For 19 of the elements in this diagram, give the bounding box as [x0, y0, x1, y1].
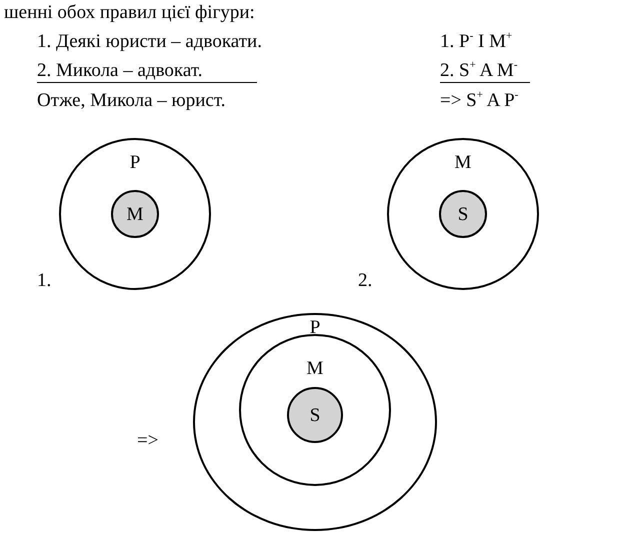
set-label: M — [306, 358, 324, 380]
text: => S$^{+}$ A P$^{-}$ — [440, 90, 518, 112]
text: 1. P$^{-}$ I M$^{+}$ — [440, 31, 512, 53]
set-label: S — [458, 204, 468, 226]
set-label: P — [310, 317, 320, 339]
circle — [111, 190, 159, 238]
set-label: M — [454, 152, 472, 174]
text: => — [137, 430, 158, 452]
heading-text: шенні обох правил цієї фігури: — [4, 2, 255, 24]
text: 1. — [37, 270, 52, 292]
set-label: M — [126, 204, 144, 226]
circle — [439, 190, 487, 238]
text: 2. — [358, 270, 372, 292]
set-label: S — [310, 405, 320, 427]
text: 2. S$^{+}$ A M$^{-}$ — [440, 60, 530, 83]
text: Отже, Микола – юрист. — [37, 90, 226, 112]
text: 1. Деякі юристи – адвокати. — [37, 31, 262, 53]
set-label: P — [130, 152, 140, 174]
text: 2. Микола – адвокат. — [37, 60, 257, 83]
